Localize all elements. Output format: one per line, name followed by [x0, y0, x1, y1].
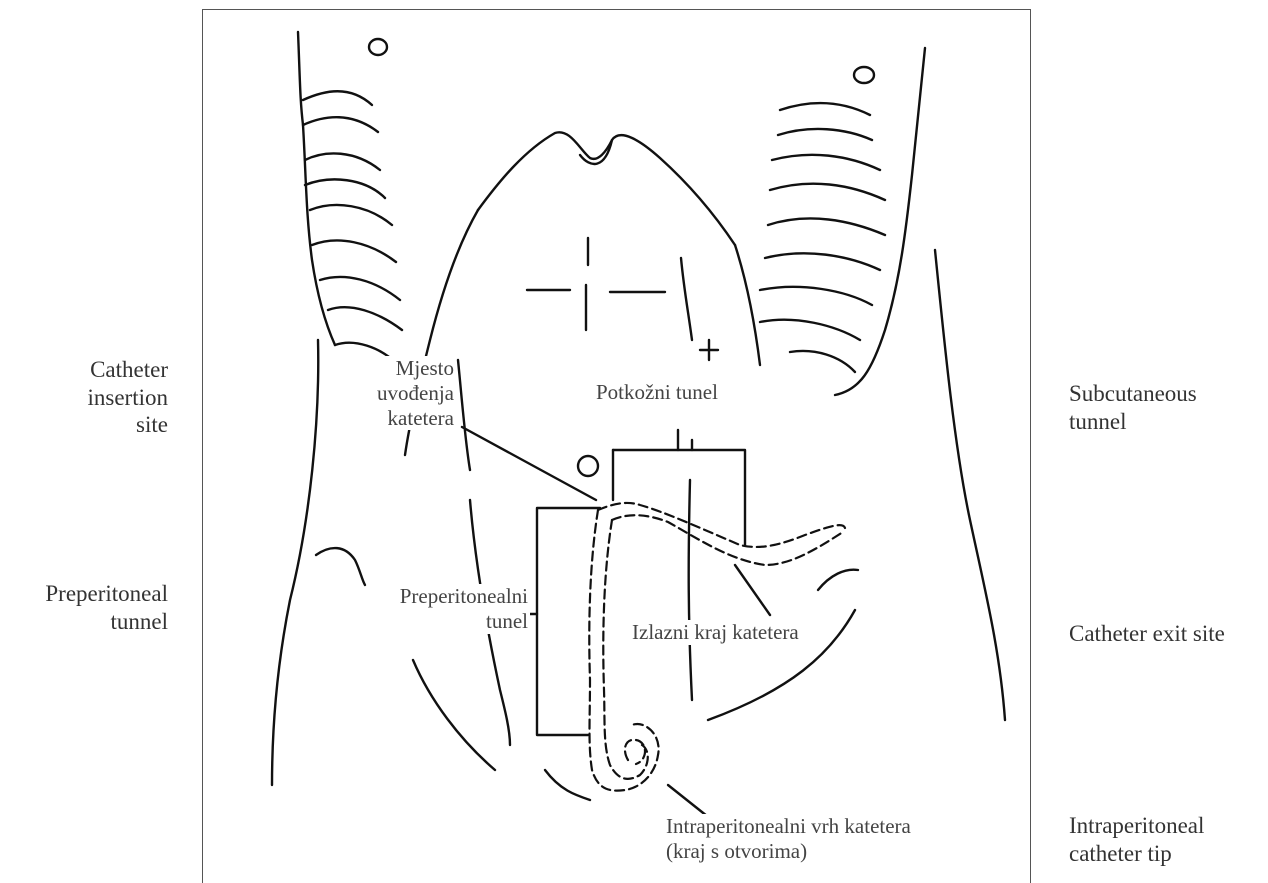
left-torso-outline [272, 340, 318, 785]
text-line: insertion [88, 384, 169, 412]
text-line: Preperitoneal [45, 580, 168, 608]
left-hip [316, 548, 365, 585]
label-subcutaneous-tunnel: Subcutaneous tunnel [1069, 380, 1197, 435]
label-izlazni-kraj: Izlazni kraj katetera [630, 620, 801, 645]
right-nipple [854, 67, 874, 83]
text-line: Intraperitoneal [1069, 812, 1204, 840]
text-line: site [88, 411, 169, 439]
label-potkozni-tunel: Potkožni tunel [594, 380, 720, 405]
text-line: uvođenja [377, 381, 454, 406]
text-line: Catheter [88, 356, 169, 384]
right-costal-margin [735, 245, 760, 365]
text-line: (kraj s otvorima) [666, 839, 911, 864]
label-preperitonealni-tunel: Preperitonealni tunel [398, 584, 530, 634]
right-torso-outline [935, 250, 1005, 720]
catheter [589, 503, 845, 791]
abdominal-lines [458, 238, 718, 745]
text-line: Potkožni tunel [596, 380, 718, 405]
text-line: Mjesto [377, 356, 454, 381]
sternum [478, 132, 735, 245]
text-line: tunel [400, 609, 528, 634]
text-line: catheter tip [1069, 840, 1204, 868]
left-ribcage [298, 32, 402, 362]
left-groin [413, 660, 495, 770]
left-nipple [369, 39, 387, 55]
leader-exit [735, 565, 770, 615]
text-line: Catheter exit site [1069, 620, 1225, 648]
text-line: katetera [377, 406, 454, 431]
navel [578, 456, 598, 476]
right-ribcage [760, 48, 925, 395]
label-mjesto-uvodenja: Mjesto uvođenja katetera [375, 356, 456, 430]
text-line: tunnel [45, 608, 168, 636]
label-catheter-exit-site: Catheter exit site [1069, 620, 1225, 648]
text-line: tunnel [1069, 408, 1197, 436]
label-intraperitoneal-catheter-tip: Intraperitoneal catheter tip [1069, 812, 1204, 867]
text-line: Preperitonealni [400, 584, 528, 609]
right-hip [818, 570, 858, 590]
leader-insertion [462, 427, 596, 500]
label-intraperitonealni-vrh: Intraperitonealni vrh katetera (kraj s o… [664, 814, 913, 864]
label-catheter-insertion-site: Catheter insertion site [88, 356, 169, 439]
text-line: Subcutaneous [1069, 380, 1197, 408]
text-line: Intraperitonealni vrh katetera [666, 814, 911, 839]
text-line: Izlazni kraj katetera [632, 620, 799, 645]
label-preperitoneal-tunnel: Preperitoneal tunnel [45, 580, 168, 635]
